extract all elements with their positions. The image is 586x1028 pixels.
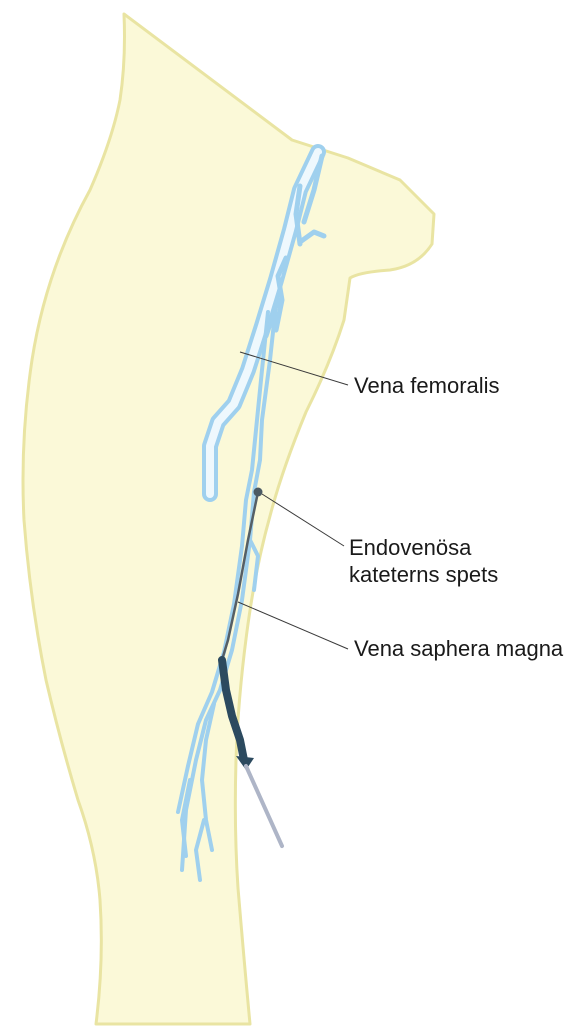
label-vena-femoralis: Vena femoralis xyxy=(354,372,500,399)
label-catheter-tip-line2: kateterns spets xyxy=(349,561,498,588)
introducer-sheath xyxy=(246,766,282,846)
leg-outline xyxy=(23,14,434,1024)
label-vena-saphena-magna: Vena saphera magna xyxy=(354,635,563,662)
label-catheter-tip-line1: Endovenösa xyxy=(349,534,498,561)
label-catheter-tip: Endovenösa kateterns spets xyxy=(349,534,498,588)
label-vena-saphena-magna-text: Vena saphera magna xyxy=(354,635,563,662)
label-vena-femoralis-text: Vena femoralis xyxy=(354,372,500,399)
leader-line-catheter-tip xyxy=(262,494,344,546)
leader-line-saphena xyxy=(238,602,348,649)
catheter-tip xyxy=(254,488,263,497)
